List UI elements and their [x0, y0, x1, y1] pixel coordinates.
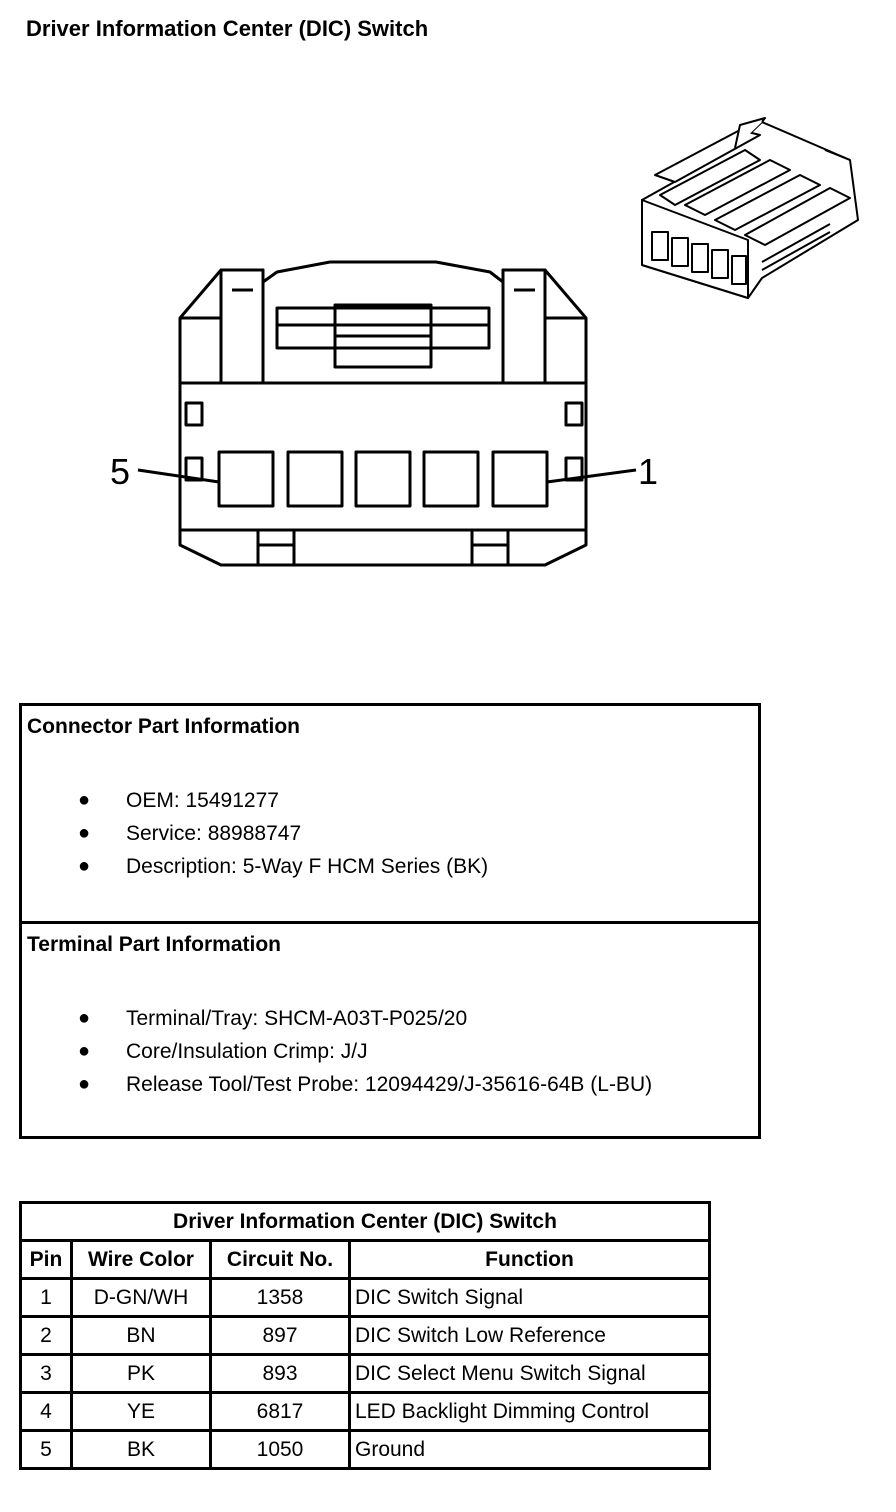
- cell-circuit-no: 893: [209, 1353, 351, 1394]
- terminal-info-list: ●Terminal/Tray: SHCM-A03T-P025/20 ●Core/…: [22, 1002, 652, 1101]
- cell-function: DIC Switch Signal: [348, 1277, 711, 1318]
- right-latch: [501, 268, 547, 385]
- bullet-icon: ●: [78, 789, 91, 811]
- connector-part-info: Connector Part Information ●OEM: 1549127…: [22, 706, 758, 924]
- header-circuit-no: Circuit No.: [209, 1239, 351, 1280]
- bullet-icon: ●: [78, 1040, 91, 1062]
- pin-label-5: 5: [110, 451, 130, 492]
- bullet-icon: ●: [78, 1073, 91, 1095]
- connector-diagram: 5 1: [110, 117, 859, 567]
- cell-function: DIC Switch Low Reference: [348, 1315, 711, 1356]
- cavity-5: [217, 450, 275, 508]
- list-item: ●Release Tool/Test Probe: 12094429/J-356…: [22, 1068, 652, 1101]
- list-item: ●Service: 88988747: [22, 817, 488, 850]
- cavity-1: [491, 450, 549, 508]
- list-item: ●OEM: 15491277: [22, 784, 488, 817]
- bullet-icon: ●: [78, 1007, 91, 1029]
- connector-isometric-view: [641, 117, 859, 299]
- connector-info-heading: Connector Part Information: [27, 715, 301, 738]
- cell-wire-color: BK: [70, 1429, 212, 1470]
- cell-function: Ground: [348, 1429, 711, 1470]
- cell-pin: 3: [19, 1353, 73, 1394]
- header-pin: Pin: [19, 1239, 73, 1280]
- pin-5-leader: [137, 468, 220, 484]
- cell-function: DIC Select Menu Switch Signal: [348, 1353, 711, 1394]
- cell-circuit-no: 6817: [209, 1391, 351, 1432]
- table-title-row: Driver Information Center (DIC) Switch: [19, 1201, 711, 1242]
- cell-pin: 2: [19, 1315, 73, 1356]
- table-row: 4 YE 6817 LED Backlight Dimming Control: [19, 1391, 711, 1432]
- list-item: ●Description: 5-Way F HCM Series (BK): [22, 850, 488, 883]
- cell-circuit-no: 1358: [209, 1277, 351, 1318]
- left-latch: [219, 268, 265, 385]
- cell-pin: 5: [19, 1429, 73, 1470]
- bullet-icon: ●: [78, 822, 91, 844]
- cell-circuit-no: 897: [209, 1315, 351, 1356]
- cell-function: LED Backlight Dimming Control: [348, 1391, 711, 1432]
- header-function: Function: [348, 1239, 711, 1280]
- cavity-3: [354, 450, 412, 508]
- table-row: 5 BK 1050 Ground: [19, 1429, 711, 1470]
- table-row: 3 PK 893 DIC Select Menu Switch Signal: [19, 1353, 711, 1394]
- pinout-table: Driver Information Center (DIC) Switch P…: [19, 1201, 711, 1470]
- cavity-4: [286, 450, 344, 508]
- cell-wire-color: PK: [70, 1353, 212, 1394]
- table-header-row: Pin Wire Color Circuit No. Function: [19, 1239, 711, 1280]
- part-information-box: Connector Part Information ●OEM: 1549127…: [19, 703, 761, 1139]
- cell-wire-color: D-GN/WH: [70, 1277, 212, 1318]
- cell-pin: 4: [19, 1391, 73, 1432]
- cell-circuit-no: 1050: [209, 1429, 351, 1470]
- cavity-2: [422, 450, 480, 508]
- bullet-icon: ●: [78, 855, 91, 877]
- terminal-info-heading: Terminal Part Information: [27, 933, 281, 956]
- page-title: Driver Information Center (DIC) Switch: [26, 16, 429, 41]
- pin-1-leader: [546, 468, 637, 484]
- cell-wire-color: YE: [70, 1391, 212, 1432]
- connector-info-list: ●OEM: 15491277 ●Service: 88988747 ●Descr…: [22, 784, 488, 883]
- header-wire-color: Wire Color: [70, 1239, 212, 1280]
- cell-wire-color: BN: [70, 1315, 212, 1356]
- list-item: ●Terminal/Tray: SHCM-A03T-P025/20: [22, 1002, 652, 1035]
- table-row: 2 BN 897 DIC Switch Low Reference: [19, 1315, 711, 1356]
- list-item: ●Core/Insulation Crimp: J/J: [22, 1035, 652, 1068]
- table-row: 1 D-GN/WH 1358 DIC Switch Signal: [19, 1277, 711, 1318]
- table-title: Driver Information Center (DIC) Switch: [19, 1201, 711, 1242]
- terminal-part-info: Terminal Part Information ●Terminal/Tray…: [22, 924, 758, 1139]
- cell-pin: 1: [19, 1277, 73, 1318]
- pin-label-1: 1: [638, 451, 658, 492]
